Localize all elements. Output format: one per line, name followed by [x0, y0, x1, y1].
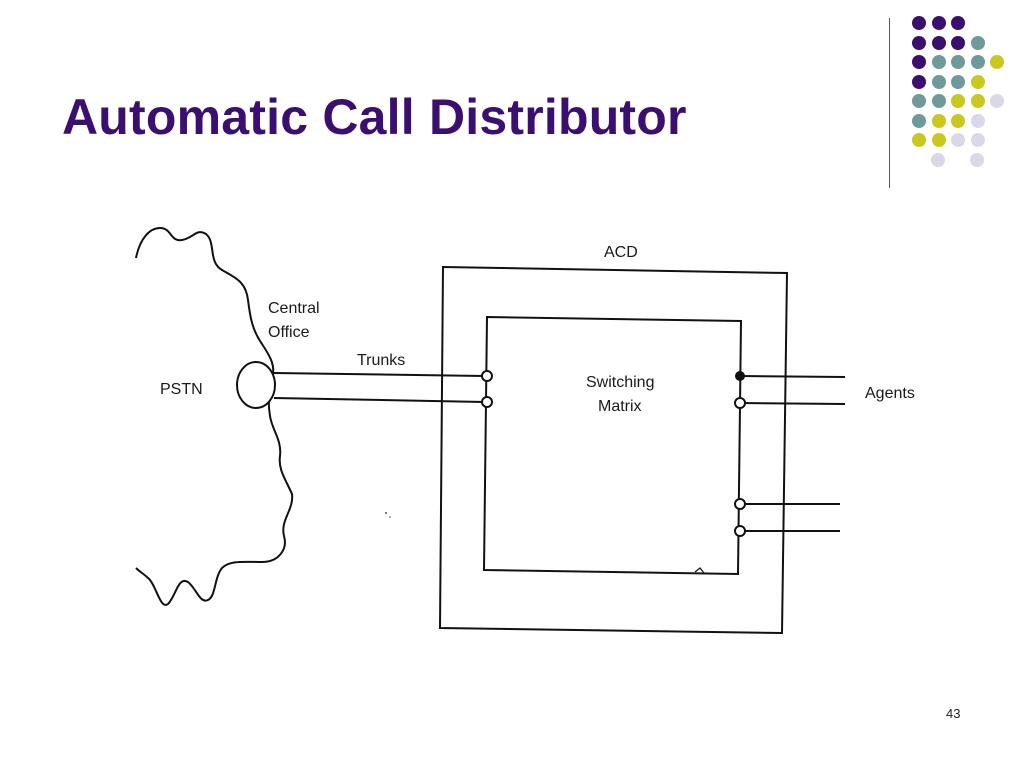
decorative-dot	[912, 113, 926, 128]
decorative-dot	[951, 94, 965, 108]
tick-mark	[694, 567, 705, 574]
acd-outer-box	[438, 265, 789, 635]
pstn-label: PSTN	[160, 381, 203, 398]
decorative-dot	[951, 133, 965, 147]
agent-port-4	[734, 525, 746, 537]
decorative-dot	[912, 35, 926, 50]
central-office-node	[236, 361, 276, 409]
central-office-label-line1: Central	[268, 300, 320, 317]
decorative-dot	[931, 74, 946, 89]
trunk-port-1	[481, 370, 493, 382]
decorative-dot	[931, 16, 946, 30]
trunk-port-2	[481, 396, 493, 408]
agent-port-1	[735, 371, 745, 381]
central-office-label-line2: Office	[268, 324, 310, 341]
agent-port-3	[734, 498, 746, 510]
agent-line-2	[739, 402, 846, 405]
decorative-dot	[931, 94, 946, 108]
switching-matrix-box	[482, 315, 743, 576]
decorative-dot	[912, 94, 926, 108]
decorative-dot	[970, 133, 985, 147]
trunk-line-1	[273, 372, 485, 377]
decorative-dot	[951, 113, 965, 128]
decorative-dot	[931, 152, 945, 167]
switching-matrix-label-line2: Matrix	[598, 398, 642, 415]
decorative-dot	[931, 35, 946, 50]
decorative-dot	[990, 94, 1004, 108]
title-divider-line	[889, 18, 890, 188]
decorative-dot	[951, 35, 965, 50]
scan-speck	[389, 516, 391, 518]
decorative-dot	[970, 152, 984, 167]
agent-line-1	[739, 375, 846, 378]
decorative-dot	[970, 55, 985, 69]
acd-label: ACD	[604, 244, 638, 261]
decorative-dot	[990, 55, 1004, 69]
decorative-dot	[912, 133, 926, 147]
decorative-dot	[931, 55, 946, 69]
decorative-dot	[912, 74, 926, 89]
slide-title: Automatic Call Distributor	[62, 89, 687, 145]
decorative-dot	[970, 74, 985, 89]
decorative-dot	[912, 16, 926, 30]
decorative-dot	[970, 113, 985, 128]
scan-speck	[385, 512, 387, 514]
page-number: 43	[946, 706, 961, 721]
decorative-dot	[951, 16, 965, 30]
decorative-dot	[931, 113, 946, 128]
decorative-dot	[951, 55, 965, 69]
decorative-dot	[951, 74, 965, 89]
trunks-label: Trunks	[357, 352, 405, 369]
pstn-cloud-outline	[135, 226, 294, 606]
decorative-dot	[912, 55, 926, 69]
switching-matrix-label-line1: Switching	[586, 374, 654, 391]
decorative-dot	[931, 133, 946, 147]
trunk-line-2	[273, 397, 485, 403]
agents-label: Agents	[865, 385, 915, 402]
decorative-dot	[970, 35, 985, 50]
decorative-dot	[970, 94, 985, 108]
agent-port-2	[734, 397, 746, 409]
